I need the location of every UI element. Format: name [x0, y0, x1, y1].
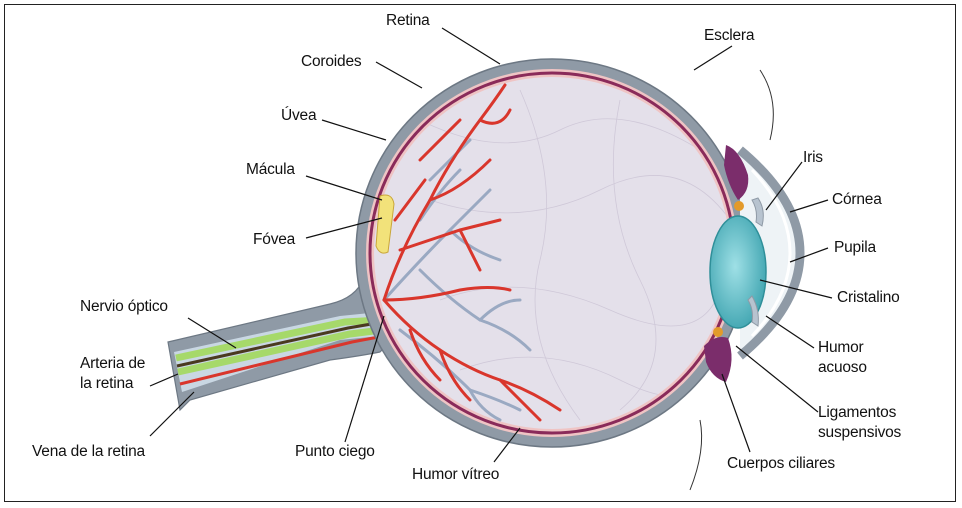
label-uvea: Úvea	[281, 107, 316, 125]
label-cristalino: Cristalino	[837, 289, 900, 307]
ciliary-body-bottom	[704, 337, 732, 382]
label-coroides: Coroides	[301, 53, 361, 71]
label-humor-acuoso-line2: acuoso	[818, 359, 867, 377]
label-arteria-line2: la retina	[80, 375, 133, 393]
label-pupila: Pupila	[834, 239, 876, 257]
label-retina: Retina	[386, 12, 430, 30]
label-fovea: Fóvea	[253, 231, 295, 249]
label-macula: Mácula	[246, 161, 295, 179]
label-humor-acuoso-line1: Humor	[818, 339, 864, 357]
label-nervio-optico: Nervio óptico	[80, 298, 168, 316]
label-arteria-line1: Arteria de	[80, 355, 145, 373]
label-iris: Iris	[803, 149, 823, 167]
label-ligamentos-line1: Ligamentos	[818, 404, 896, 422]
upper-eyelid-line	[760, 70, 773, 140]
label-punto-ciego: Punto ciego	[295, 443, 375, 461]
label-cuerpos-ciliares: Cuerpos ciliares	[727, 455, 835, 473]
lower-eyelid-line	[690, 420, 702, 490]
label-vena: Vena de la retina	[32, 443, 145, 461]
ligament-bottom	[713, 327, 723, 337]
ligament-top	[734, 201, 744, 211]
label-esclera: Esclera	[704, 27, 754, 45]
label-humor-vitreo: Humor vítreo	[412, 466, 499, 484]
label-cornea: Córnea	[832, 191, 882, 209]
label-ligamentos-line2: suspensivos	[818, 424, 901, 442]
